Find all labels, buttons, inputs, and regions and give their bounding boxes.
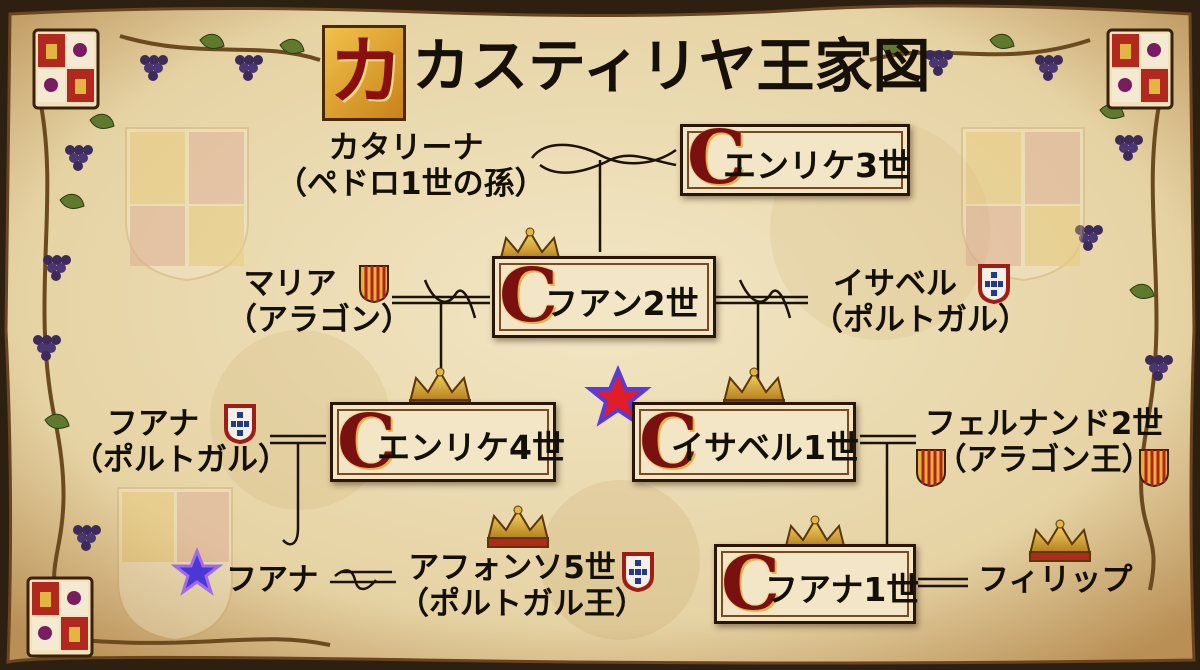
person-label-juana-portugal: フアナ（ポルトガル） (72, 406, 289, 478)
person-label-isabel-portugal: イサベル（ポルトガル） (812, 266, 1029, 338)
person-label-catalina: カタリーナ（ペドロ1世の孫） (276, 130, 546, 202)
page-title: カスティリヤ王家図 (412, 32, 931, 100)
person-box-enrique3: C エンリケ3世 (680, 121, 911, 196)
person-name: フアナ1世 (765, 570, 920, 609)
castile-leon-arms-icon (26, 28, 1174, 658)
person-box-isabel1: C イサベル1世 (632, 402, 859, 482)
person-name: イサベル1世 (671, 428, 859, 467)
person-label-fernando2: フェルナンド2世（アラゴン王） (924, 406, 1164, 478)
person-box-juana1: C フアナ1世 (714, 544, 920, 624)
person-name: エンリケ3世 (723, 146, 911, 185)
title-illuminated-initial: カ (322, 25, 406, 121)
person-box-juan2: C フアン2世 (492, 256, 716, 338)
person-label-felipe: フィリップ (978, 562, 1133, 598)
person-label-juana: フアナ (226, 562, 319, 598)
person-box-enrique4: C エンリケ4世 (330, 402, 565, 482)
person-label-afonso5: アフォンソ5世（ポルトガル王） (398, 550, 646, 622)
person-name: エンリケ4世 (377, 428, 565, 467)
person-name: フアン2世 (545, 284, 699, 323)
person-label-maria: マリア（アラゴン） (226, 266, 412, 338)
